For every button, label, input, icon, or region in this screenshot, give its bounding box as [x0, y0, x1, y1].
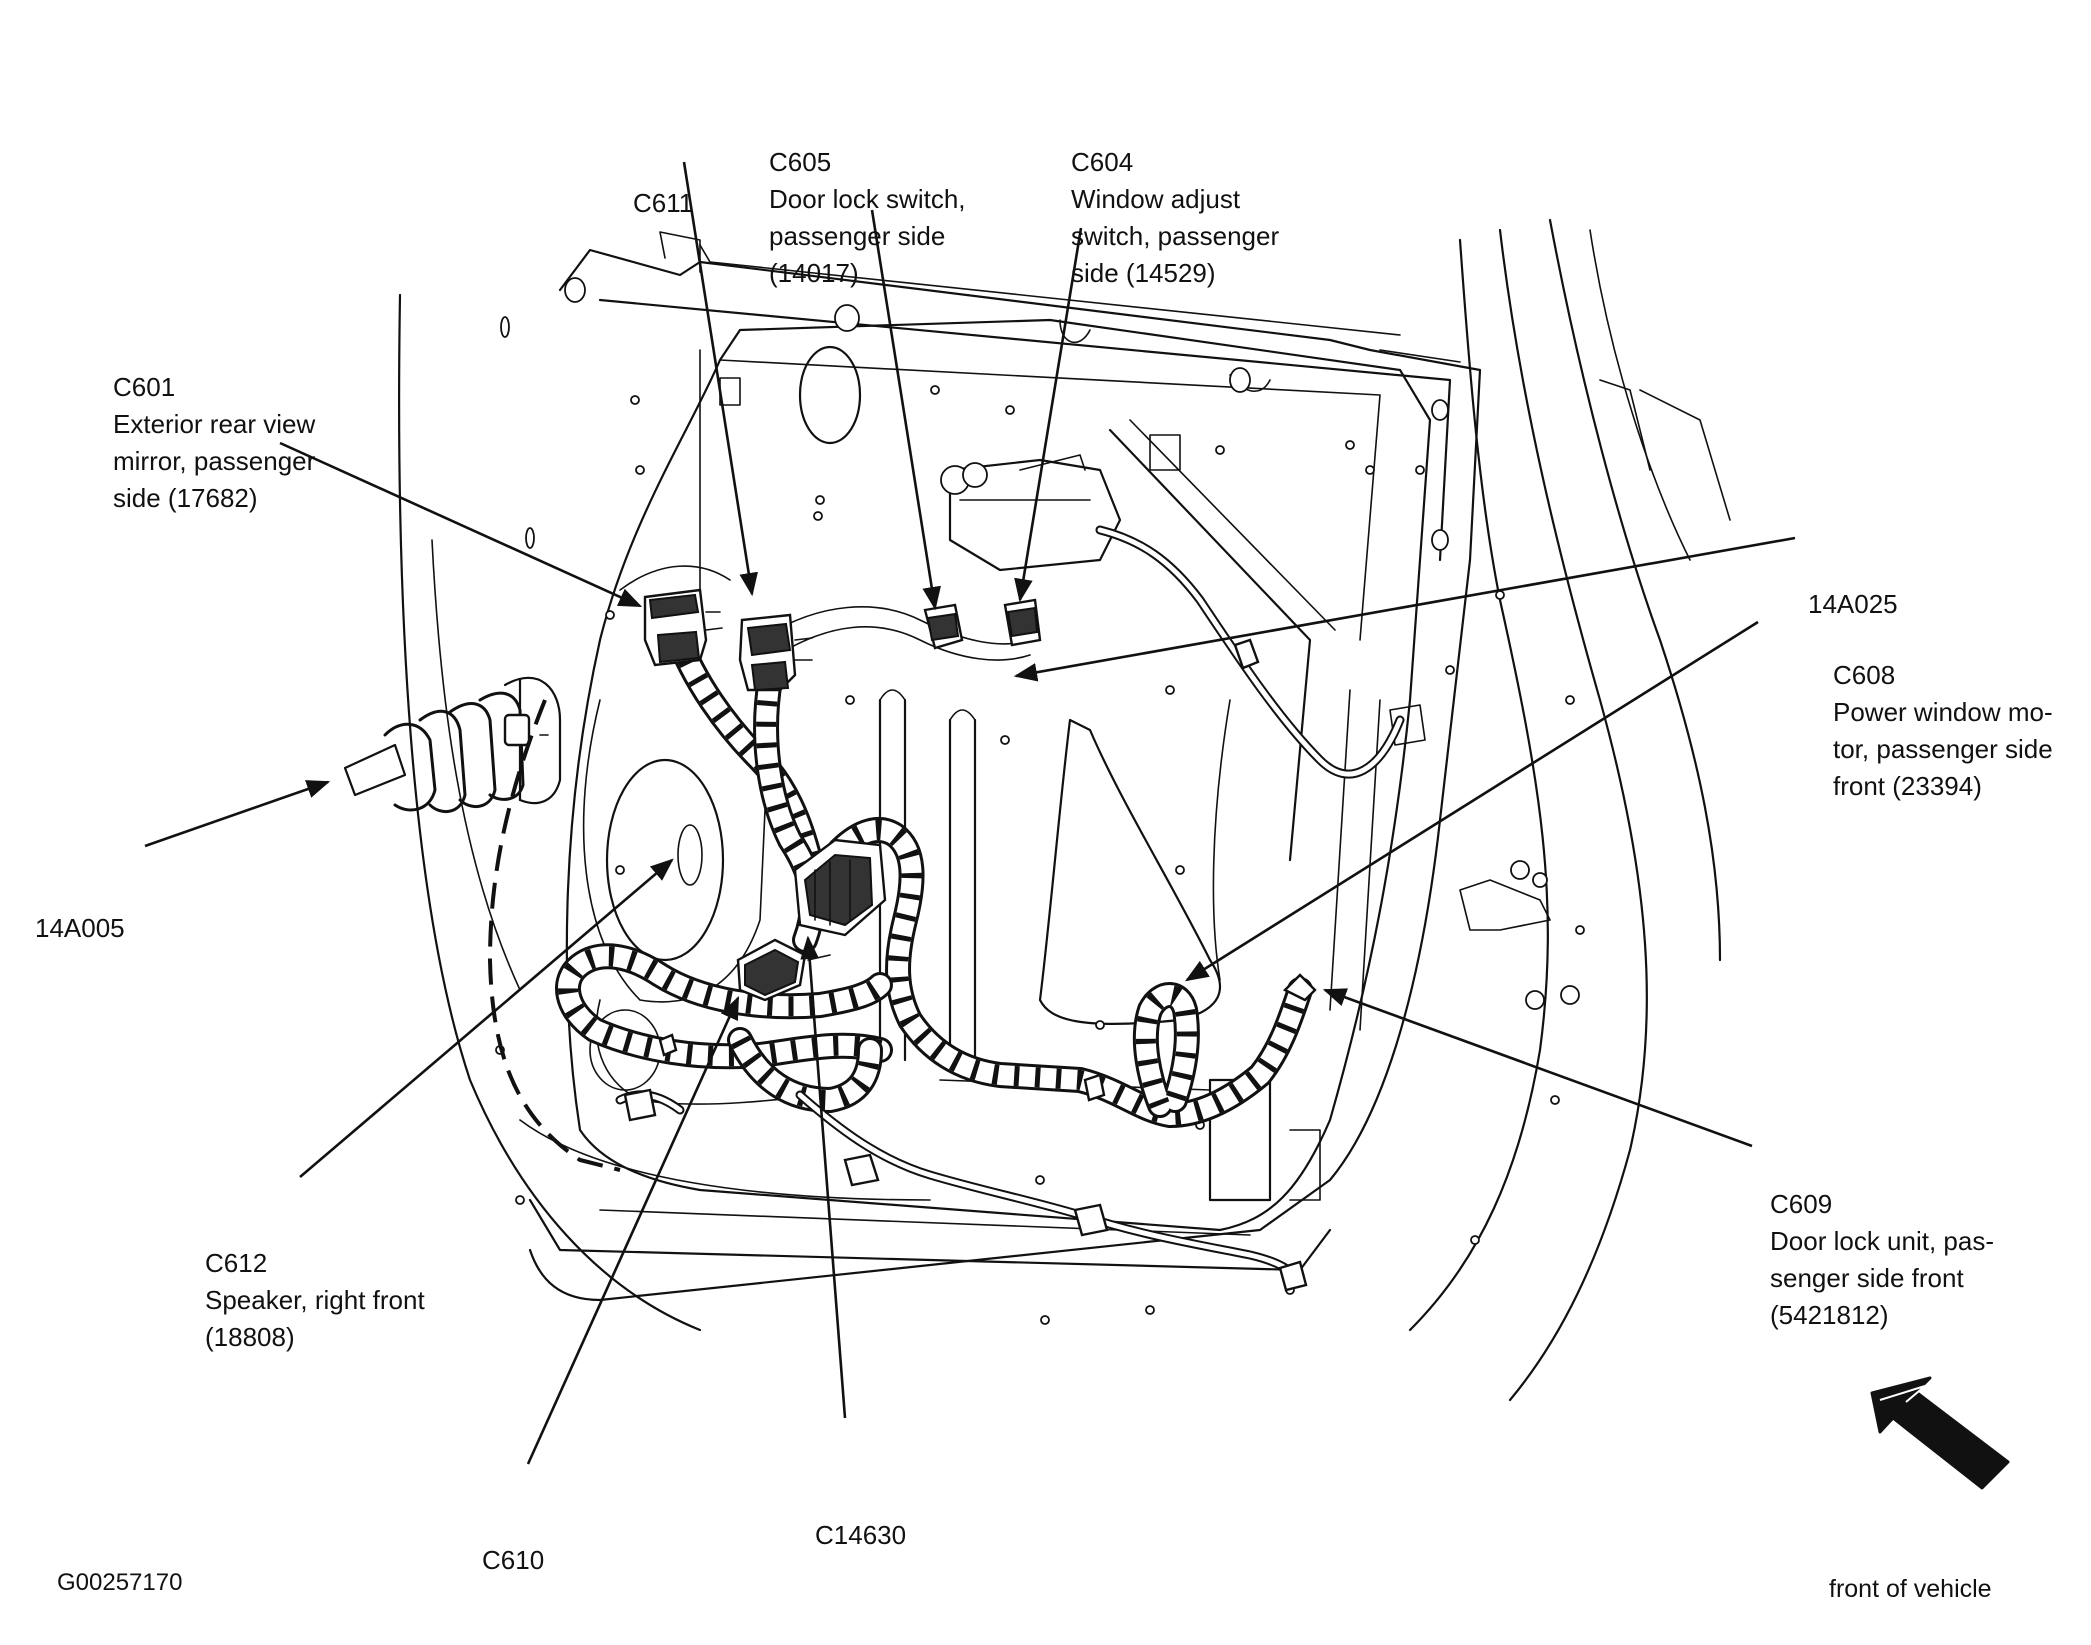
connector-c604 [1003, 598, 1042, 647]
figure-id: G00257170 [57, 1569, 183, 1596]
front-of-vehicle-label: front of vehicle [1829, 1575, 1992, 1603]
wiring-boot-grommet [343, 676, 562, 814]
mounting-holes [495, 277, 1585, 1325]
connector-c601 [643, 588, 723, 667]
door-wiring-diagram [144, 161, 2010, 1490]
door-outer-body [398, 218, 1731, 1402]
connector-c610 [736, 938, 831, 1002]
callout-leaders [144, 161, 1796, 1465]
label-14a005: 14A005 [35, 913, 125, 943]
label-c14630: C14630 [815, 1520, 907, 1550]
door-seal-dashed [487, 699, 621, 1172]
inner-door-panel [565, 318, 1551, 1232]
wiring-harness [555, 525, 1405, 1285]
label-c610: C610 [482, 1545, 545, 1575]
connector-c609 [1282, 973, 1317, 1002]
connector-c608 [1233, 638, 1260, 670]
front-direction-arrow-icon [1870, 1376, 2010, 1490]
wire-clips [623, 1033, 1308, 1292]
label-14a025: 14A025 [1808, 589, 1898, 619]
label-c611: C611 [633, 188, 694, 218]
connector-c14630 [793, 838, 887, 937]
connector-c605 [923, 603, 964, 650]
connector-c611 [738, 613, 813, 692]
